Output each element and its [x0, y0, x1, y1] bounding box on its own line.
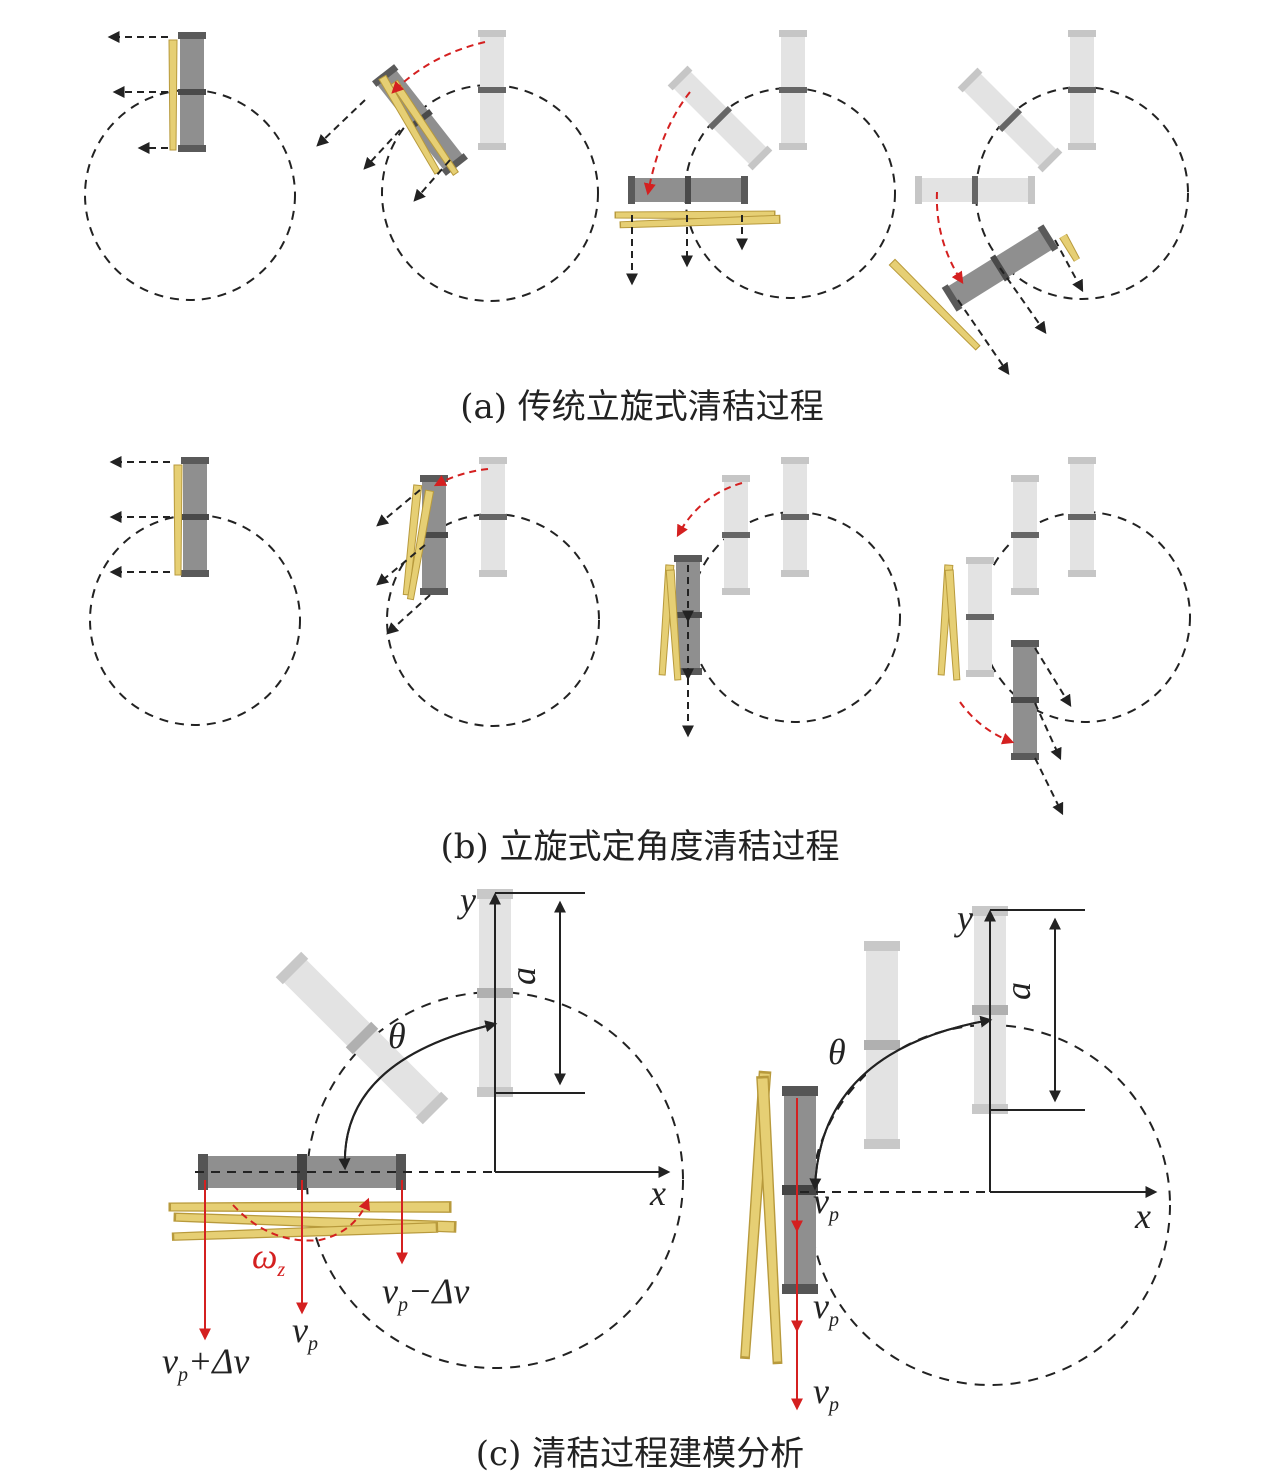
row-b-panel-1 — [89, 456, 301, 726]
label-a-left: a — [503, 967, 543, 985]
row-a-panel-2 — [316, 30, 599, 302]
label-y-left: y — [457, 880, 476, 920]
row-a-panel-4 — [888, 30, 1189, 375]
row-a-panel-1 — [84, 31, 296, 301]
row-b-panel-3 — [657, 457, 901, 738]
row-c-model-analysis: y x a θ ωz vp+Δv vp vp−Δv — [162, 880, 1171, 1474]
label-x-right: x — [1134, 1196, 1151, 1236]
row-a-panel-3 — [614, 30, 896, 299]
label-vp-right-3: vp — [813, 1371, 839, 1416]
label-vp-plus: vp+Δv — [162, 1341, 249, 1386]
label-vp-right-2: vp — [813, 1286, 839, 1331]
model-traditional: y x a θ ωz vp+Δv vp vp−Δv — [162, 880, 684, 1386]
row-b-panel-4 — [936, 457, 1191, 816]
label-vp-mid: vp — [292, 1310, 318, 1355]
label-a-right: a — [998, 982, 1038, 1000]
row-b-panel-2 — [376, 457, 600, 727]
label-theta-right: θ — [828, 1032, 846, 1072]
label-vp-right-1: vp — [813, 1181, 839, 1226]
caption-c: (c) 清秸过程建模分析 — [476, 1434, 804, 1474]
model-fixed-angle: y x a θ vp vp vp — [738, 898, 1171, 1416]
label-theta-left: θ — [388, 1016, 406, 1056]
label-vp-minus: vp−Δv — [382, 1271, 469, 1316]
row-b-fixed-angle-process: (b) 立旋式定角度清秸过程 — [89, 456, 1191, 867]
label-y-right: y — [954, 898, 973, 938]
row-a-traditional-process: (a) 传统立旋式清秸过程 — [84, 30, 1189, 427]
caption-a: (a) 传统立旋式清秸过程 — [460, 387, 824, 427]
caption-b: (b) 立旋式定角度清秸过程 — [440, 827, 839, 867]
label-omega: ωz — [252, 1236, 285, 1281]
label-x-left: x — [649, 1173, 666, 1213]
